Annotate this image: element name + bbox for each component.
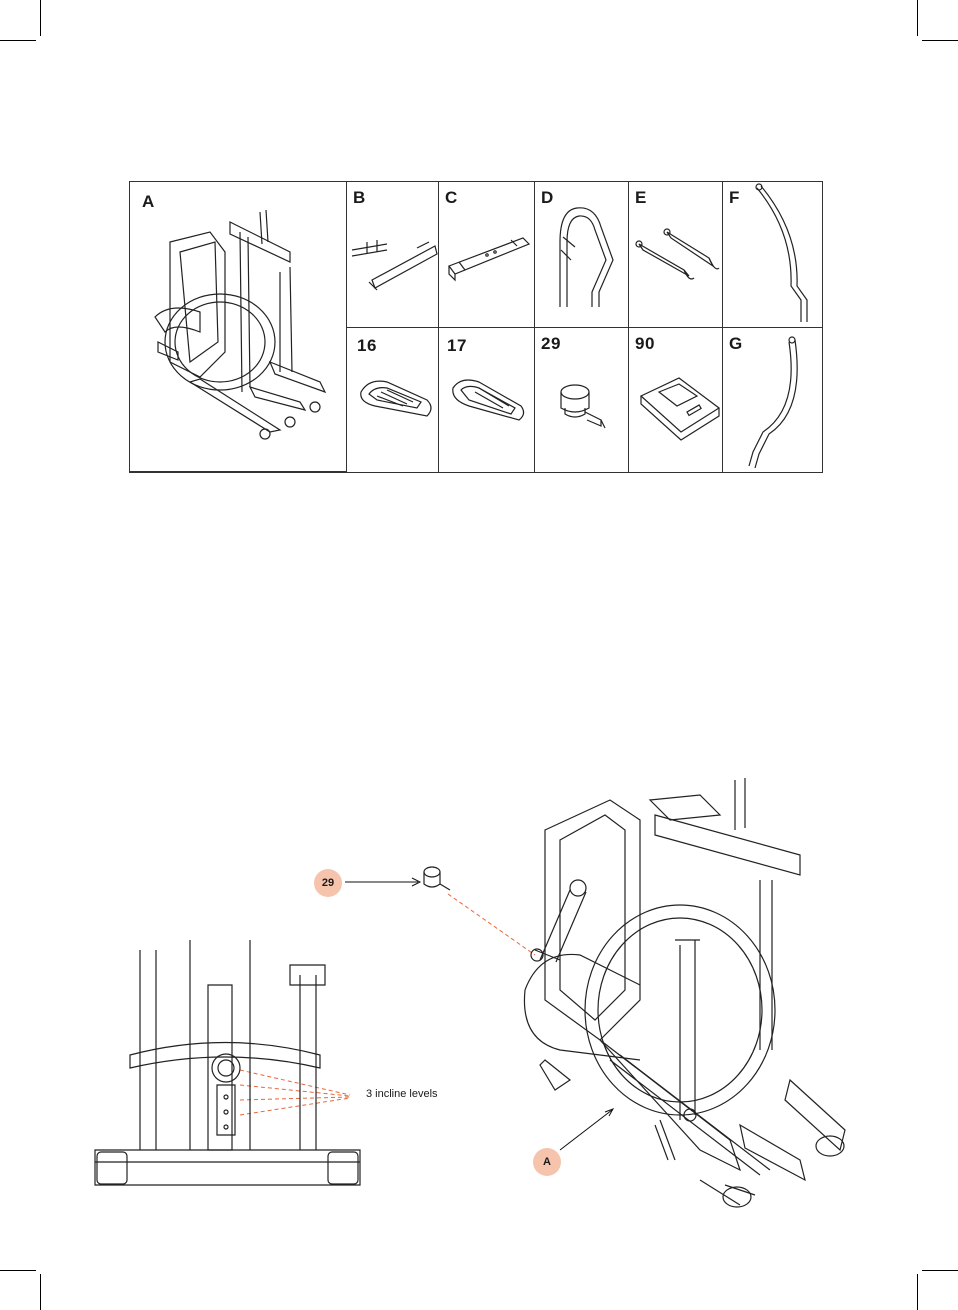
callout-a: A bbox=[533, 1148, 561, 1176]
front-view-detail bbox=[95, 940, 360, 1185]
knob-29-icon bbox=[424, 867, 450, 890]
callout-29: 29 bbox=[314, 869, 342, 897]
incline-levels-label: 3 incline levels bbox=[366, 1088, 438, 1100]
elliptical-machine-icon bbox=[524, 778, 845, 1207]
